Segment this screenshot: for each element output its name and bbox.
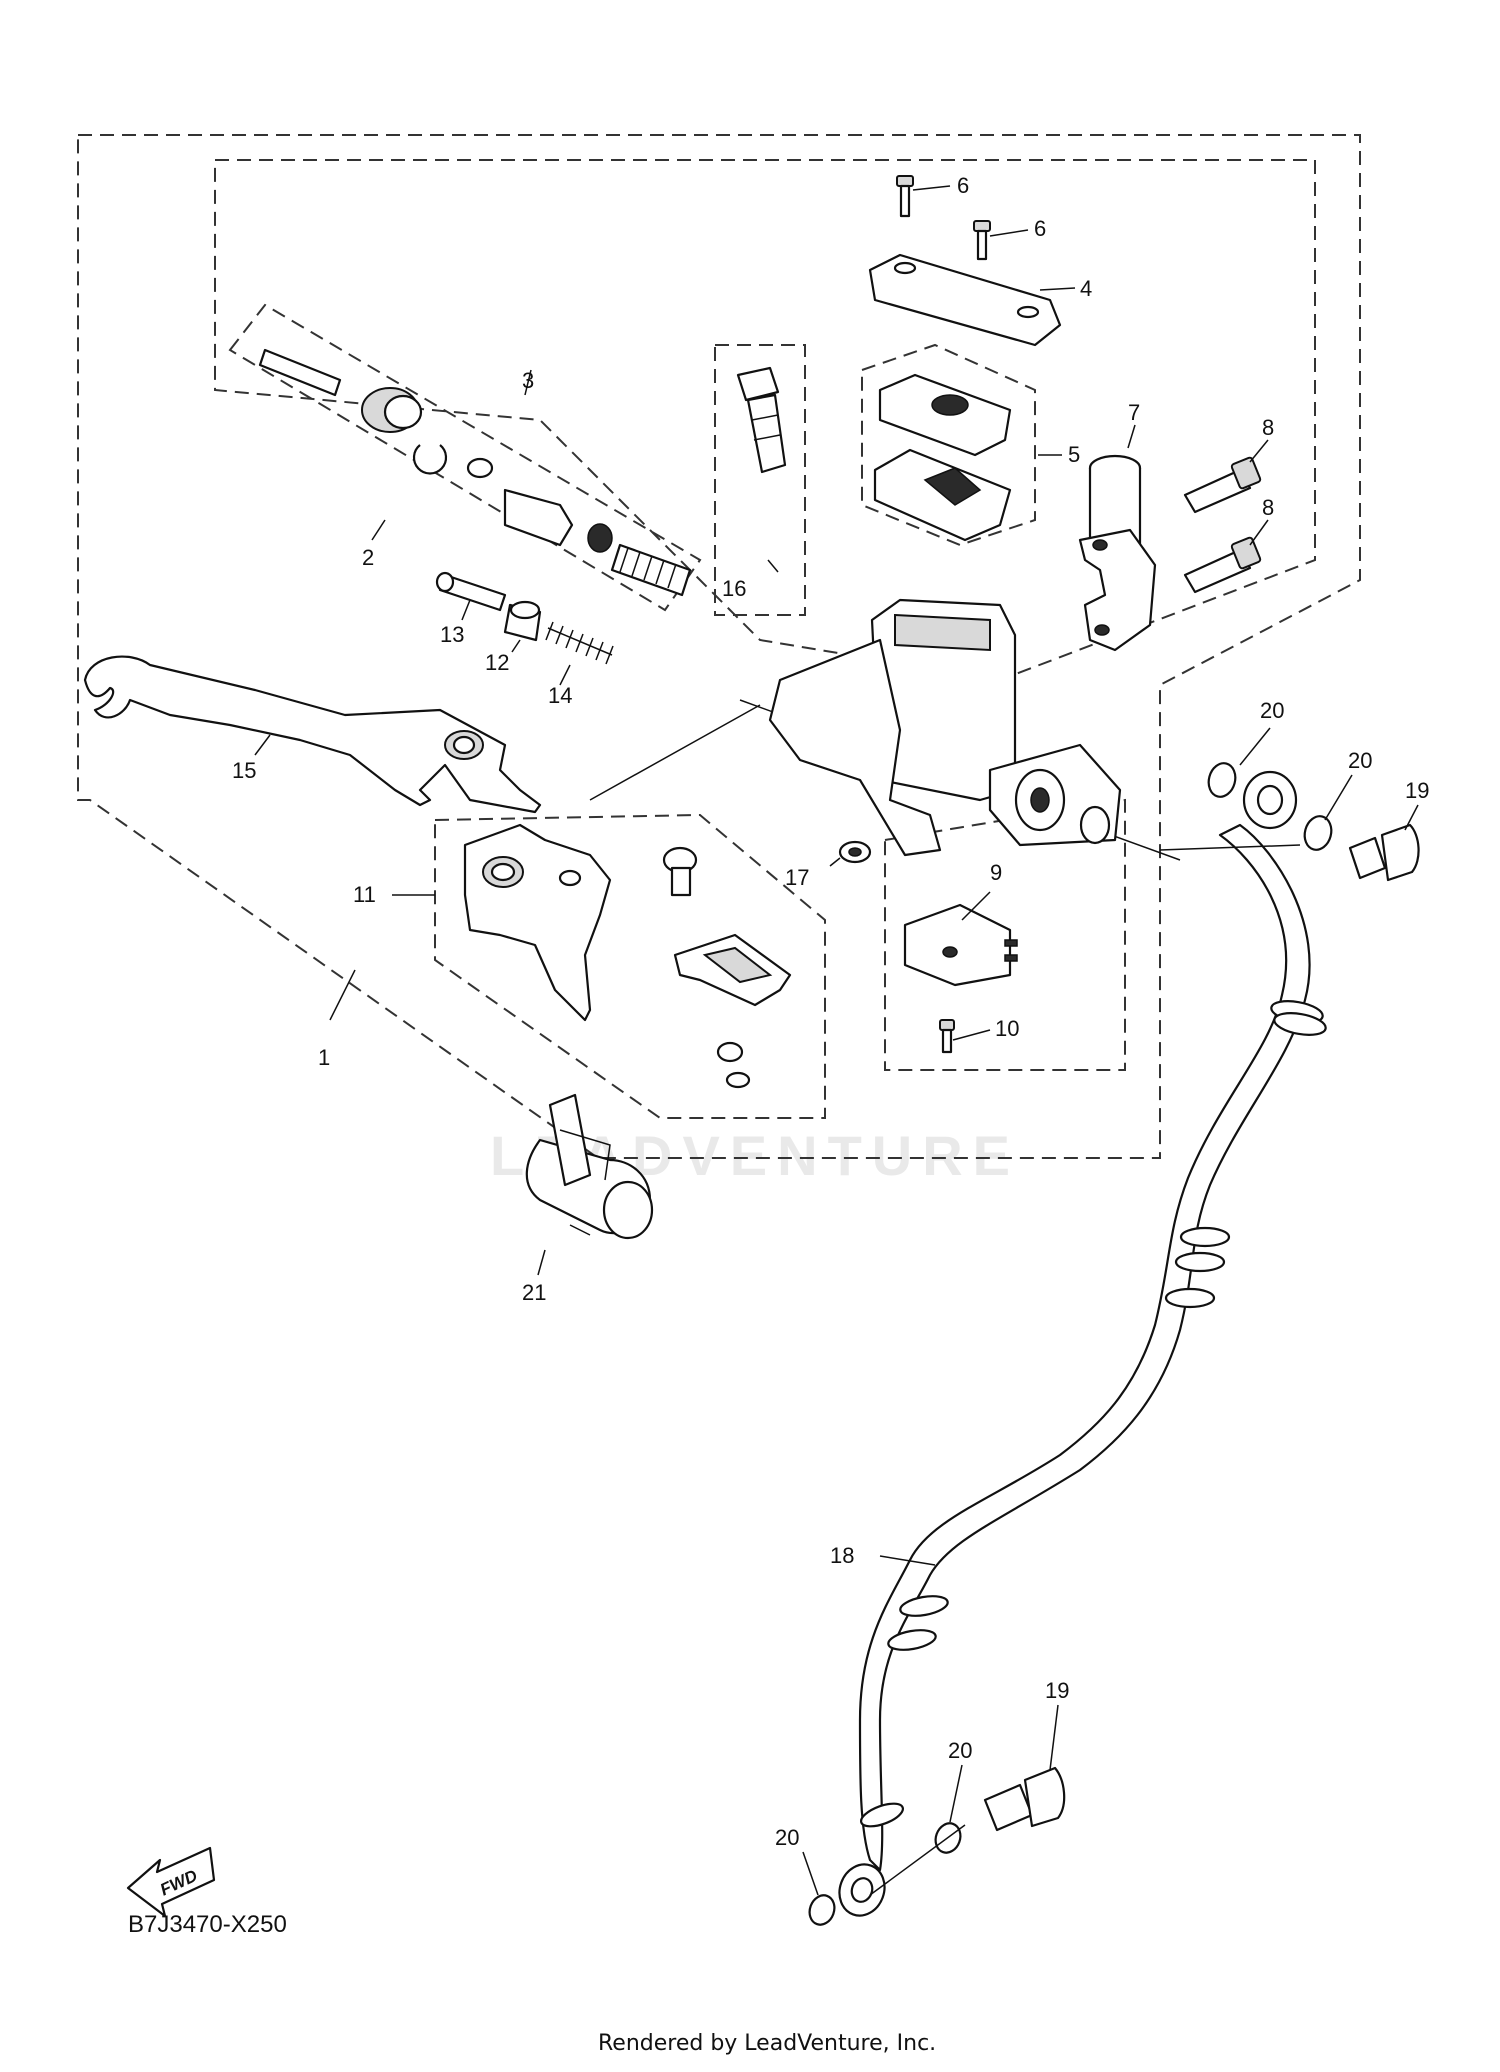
callout-20d: 20: [775, 1825, 799, 1850]
piston-kit-2: [258, 348, 692, 597]
diaphragm-plate-5: [878, 373, 1012, 457]
callout-16: 16: [722, 576, 746, 601]
callout-12: 12: [485, 650, 509, 675]
assembly-5-outline: [861, 343, 1036, 547]
brake-lever-15: [83, 655, 542, 814]
callout-labels: 1 2 3 4 5 6 6 7 8 8 9 10 11 12 13 14 15 …: [232, 173, 1429, 1850]
copper-washer-20a: [1207, 762, 1237, 798]
washer-plate: [716, 1041, 751, 1089]
callout-18: 18: [830, 1543, 854, 1568]
callout-8a: 8: [1262, 415, 1274, 440]
cap-screw-6a: [896, 175, 914, 218]
callout-20b: 20: [1348, 748, 1372, 773]
stop-switch-9: [903, 903, 1018, 987]
callout-2: 2: [362, 545, 374, 570]
copper-washer-20b: [1303, 815, 1333, 851]
master-cylinder-body: [768, 598, 1122, 857]
banjo-fitting-top: [1242, 770, 1298, 830]
callout-6b: 6: [1034, 216, 1046, 241]
nut-17: [838, 840, 872, 864]
adjuster-plate: [673, 933, 792, 1007]
callout-11: 11: [353, 882, 376, 907]
callout-15: 15: [232, 758, 256, 783]
spring-14: [545, 621, 614, 665]
bolt-8b: [1183, 536, 1262, 594]
banjo-fitting-bottom: [838, 1863, 886, 1917]
assembly-2-outline: [228, 303, 702, 612]
callout-8b: 8: [1262, 495, 1274, 520]
holder-7: [1078, 454, 1157, 652]
brake-hose-18: [858, 823, 1327, 1872]
adjuster-13: [435, 571, 507, 612]
reservoir-cap-4: [868, 253, 1062, 347]
callout-4: 4: [1080, 276, 1092, 301]
diagram-code: B7J3470-X250: [128, 1911, 287, 1938]
callout-19b: 19: [1045, 1678, 1069, 1703]
bolt-8a: [1183, 456, 1262, 514]
callout-13: 13: [440, 622, 464, 647]
diaphragm-5: [873, 448, 1012, 542]
callout-14: 14: [548, 683, 572, 708]
callout-20a: 20: [1260, 698, 1284, 723]
callout-17: 17: [785, 865, 809, 890]
callout-5: 5: [1068, 442, 1080, 467]
union-bolt-19a: [1348, 823, 1420, 882]
lever-holder-11: [463, 823, 612, 1022]
callout-21: 21: [522, 1280, 546, 1305]
adjuster-pin: [662, 846, 698, 897]
callout-9: 9: [990, 860, 1002, 885]
callout-10: 10: [995, 1016, 1019, 1041]
union-bolt-19b: [983, 1766, 1066, 1832]
callout-7: 7: [1128, 400, 1140, 425]
assembly-16-outline: [714, 344, 806, 616]
leader-lines: [254, 185, 1419, 1896]
fwd-arrow-icon: FWD: [126, 1846, 216, 1918]
switch-screw-10: [939, 1019, 955, 1054]
pivot-bolt-16: [736, 366, 787, 474]
assembly-11-outline: [434, 813, 826, 1119]
rendered-by-footer: Rendered by LeadVenture, Inc.: [598, 2031, 936, 2056]
callout-20c: 20: [948, 1738, 972, 1763]
callout-3: 3: [522, 368, 534, 393]
adjuster-bushing-12: [503, 600, 542, 642]
callout-19a: 19: [1405, 778, 1429, 803]
hose-clamp-21: [525, 1093, 654, 1240]
cap-screw-6b: [973, 220, 991, 261]
callout-6a: 6: [957, 173, 969, 198]
copper-washer-20c: [808, 1894, 836, 1926]
assembly-1-outline: [77, 134, 1361, 1159]
callout-1: 1: [318, 1045, 330, 1070]
